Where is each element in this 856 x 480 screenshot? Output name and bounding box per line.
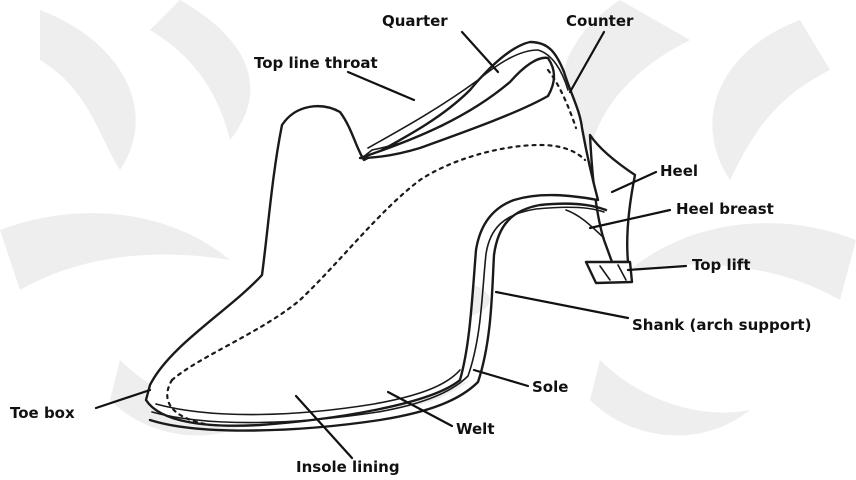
label-heel-breast: Heel breast [676,200,774,218]
leader-top-line-throat [348,72,414,100]
label-shank: Shank (arch support) [632,316,811,334]
label-top-lift: Top lift [692,256,750,274]
label-heel: Heel [660,162,698,180]
label-insole-lining: Insole lining [296,458,400,476]
label-quarter: Quarter [382,12,448,30]
label-counter: Counter [566,12,634,30]
label-welt: Welt [456,420,495,438]
leader-sole [474,370,528,386]
leader-quarter [462,32,498,72]
leader-shank [496,292,628,318]
label-toe-box: Toe box [10,404,75,422]
label-sole: Sole [532,378,568,396]
label-top-line-throat: Top line throat [254,54,378,72]
